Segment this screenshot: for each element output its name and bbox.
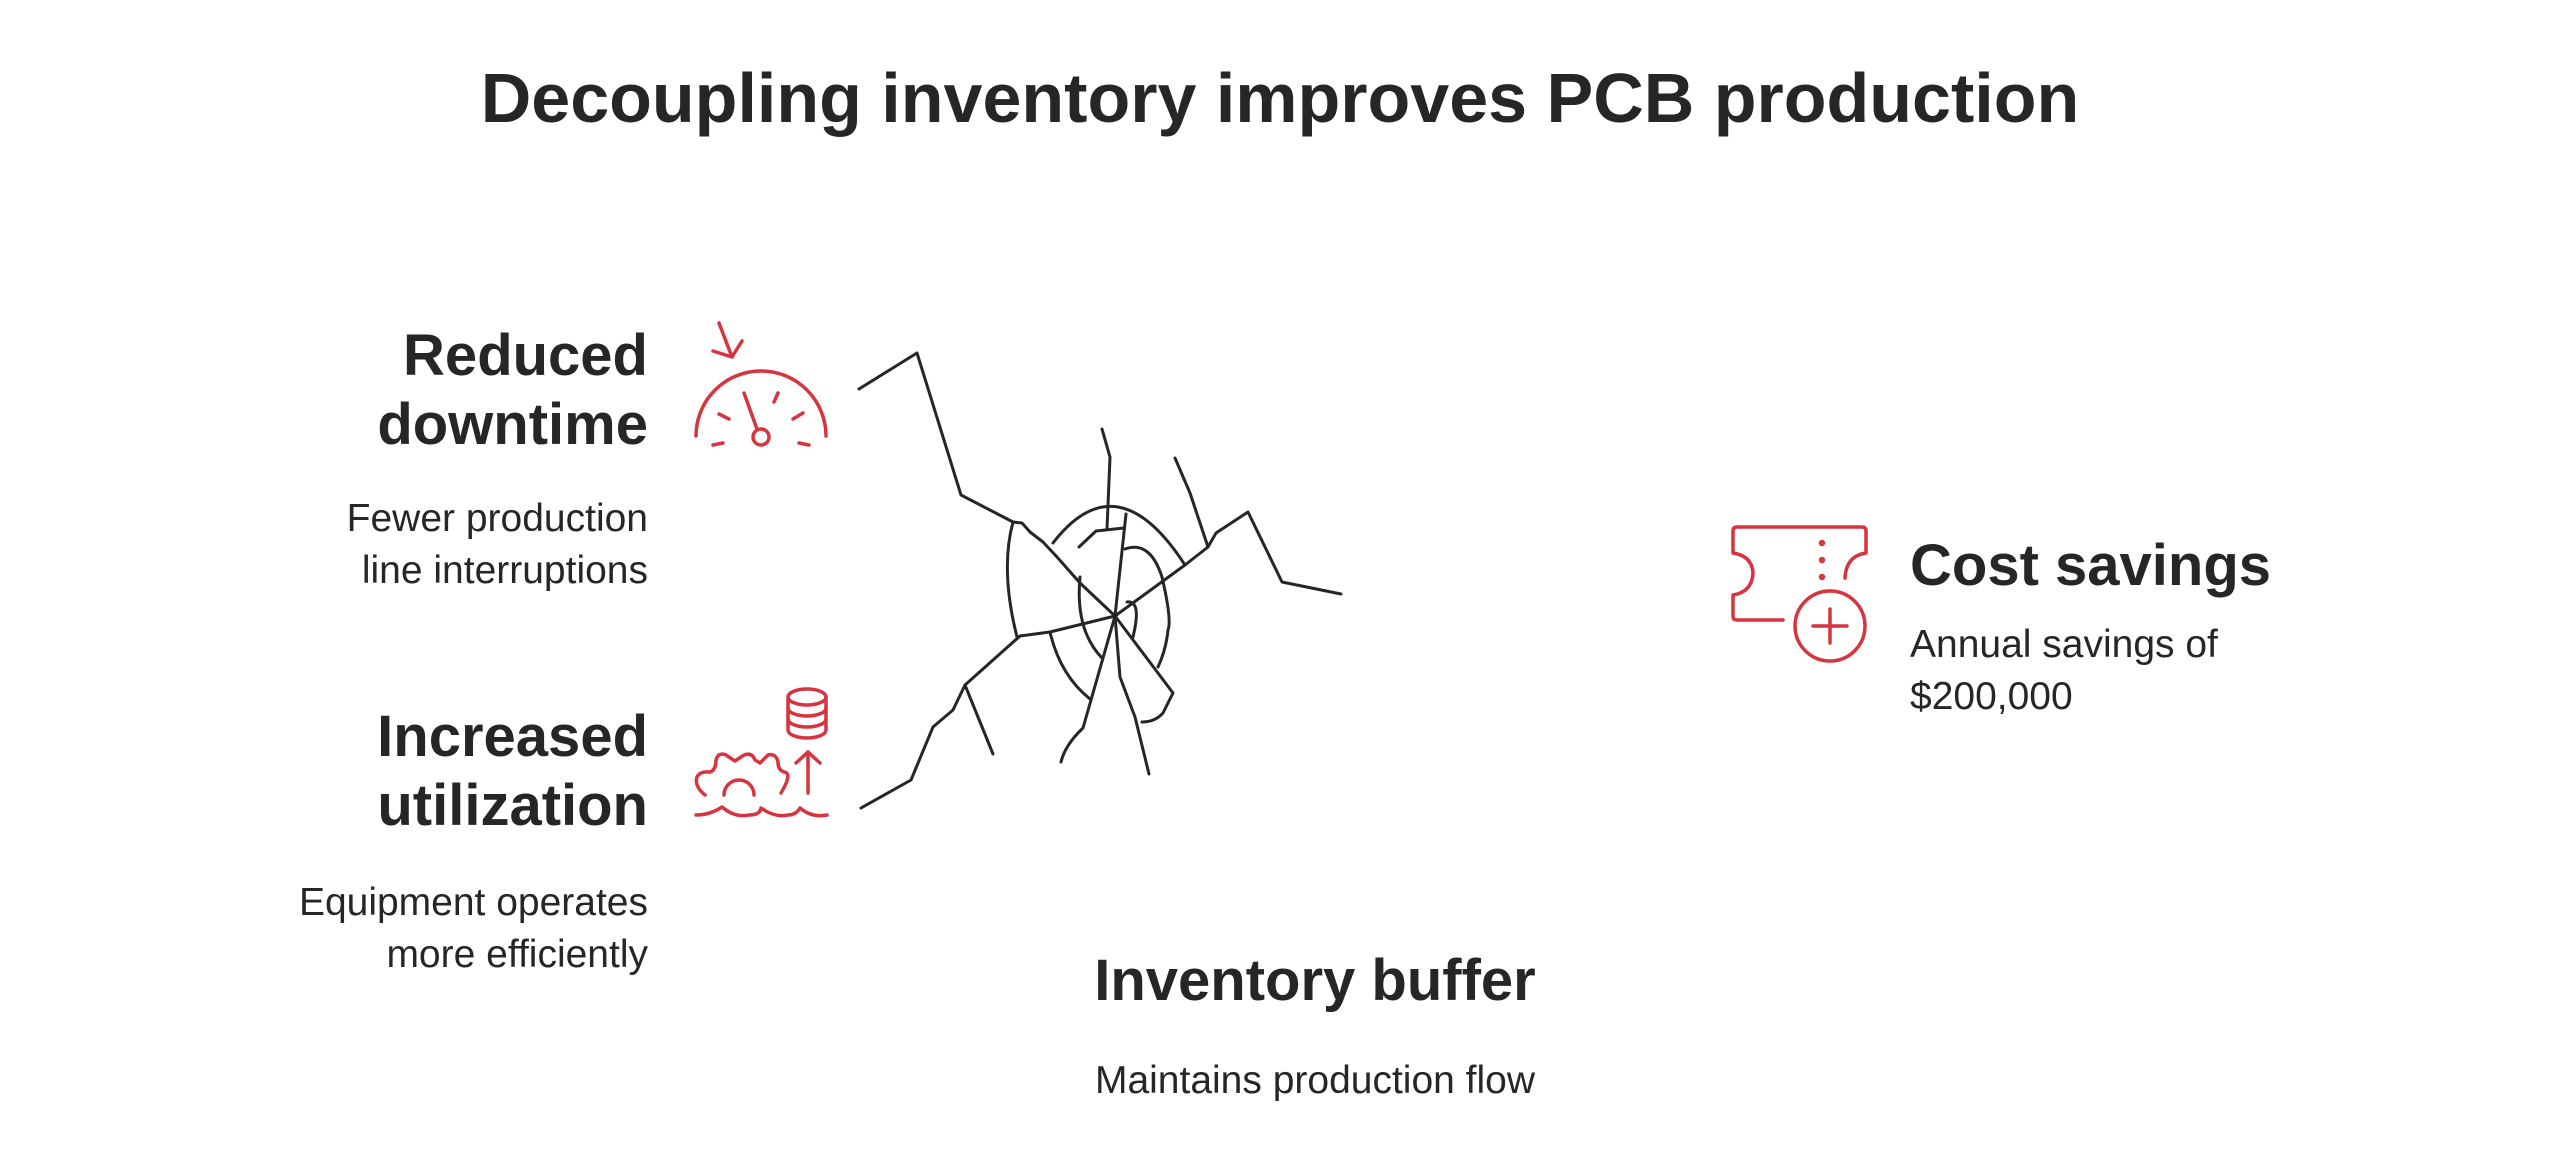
benefit-cost-savings-heading: Cost savings [1910,533,2271,598]
arc-inner-right [1123,545,1171,669]
speedometer-icon [694,321,828,447]
gear-database-up-icon [694,687,829,818]
ticket-plus-icon [1731,525,1868,663]
description-line: line interruptions [361,549,648,592]
branch-right [1113,510,1343,618]
description-line: Equipment operates [298,881,648,924]
benefit-increased-utilization-heading: Increased utilization [377,702,648,840]
arc-outer-top [1051,504,1187,567]
branch-top-right-spur [1173,456,1210,549]
heading-line: downtime [377,392,648,457]
benefit-increased-utilization-description: Equipment operates more efficiently [299,877,648,981]
arc-left [1005,520,1019,639]
arc-inner-left [1077,575,1104,660]
spoke-top [1113,512,1128,618]
spoke-bottom-right [1113,614,1175,724]
heading-line: Increased [377,704,648,769]
benefit-cost-savings-description: Annual savings of $200,000 [1910,619,2218,723]
heading-line: Reduced [403,323,648,388]
spoke-bottom [1113,614,1151,776]
heading-line: utilization [377,773,648,838]
description-line: more efficiently [386,933,648,976]
benefit-reduced-downtime-description: Fewer production line interruptions [347,493,648,597]
branch-bottom-left-spur [963,683,995,756]
description-line: Annual savings of [1910,623,2218,666]
arc-lower-left [1048,630,1092,701]
description-line: $200,000 [1910,675,2073,718]
branch-top-hook [1077,526,1126,549]
branch-top-left [857,351,1117,618]
arc-small [1125,600,1138,639]
branch-center-left [1018,614,1117,638]
center-description: Maintains production flow [1094,1059,1536,1102]
benefit-reduced-downtime-heading: Reduced downtime [377,321,648,459]
spoke-bottom-left [1059,614,1117,764]
center-heading: Inventory buffer [1094,948,1536,1013]
description-line: Fewer production [346,497,648,540]
branch-top [1100,427,1112,531]
page-title: Decoupling inventory improves PCB produc… [480,59,2080,137]
branch-bottom-left [859,634,1022,810]
